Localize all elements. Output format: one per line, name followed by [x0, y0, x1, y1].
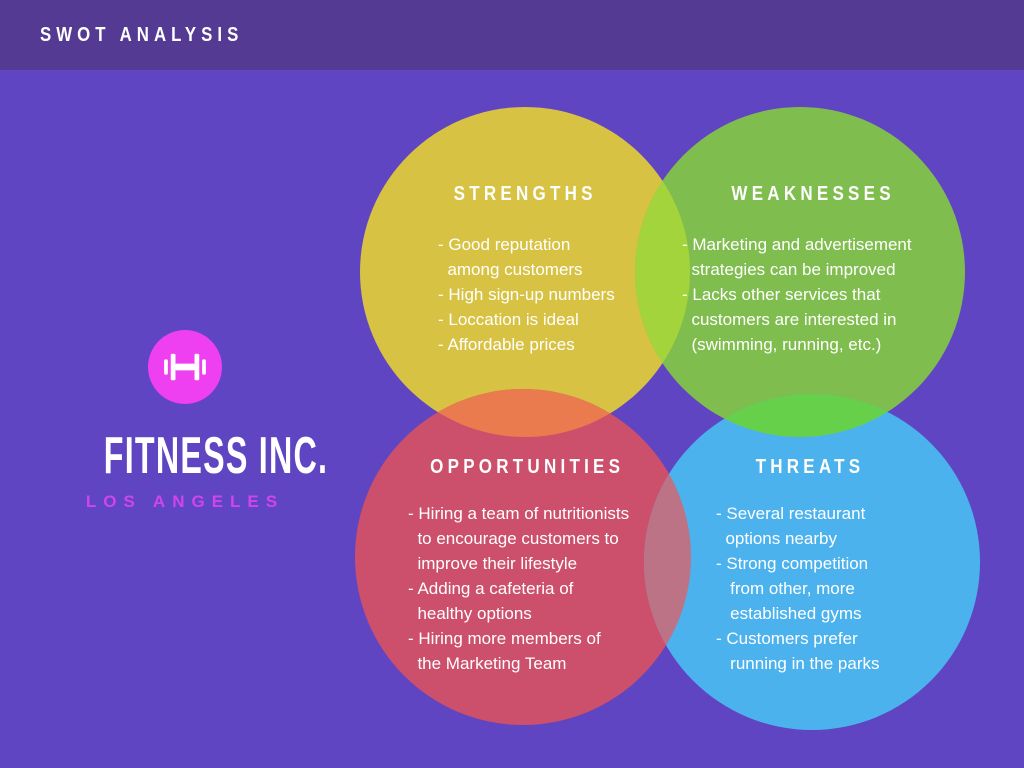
page-title: SWOT ANALYSIS [40, 23, 244, 46]
header-bar: SWOT ANALYSIS [0, 0, 1024, 70]
logo-badge [148, 330, 222, 404]
strengths-list: - Good reputation among customers- High … [438, 235, 615, 354]
threats-list: - Several restaurant options nearby- Str… [716, 504, 880, 673]
weaknesses-title: WEAKNESSES [731, 183, 895, 205]
opportunities-title: OPPORTUNITIES [429, 456, 625, 478]
opportunities-circle [355, 389, 691, 725]
brand-block: FITNESS INC. LOS ANGELES [35, 330, 335, 512]
threats-circle [644, 394, 980, 730]
company-location: LOS ANGELES [85, 492, 285, 511]
strengths-circle [360, 107, 690, 437]
opportunities-list: - Hiring a team of nutritionists to enco… [408, 504, 630, 673]
weaknesses-circle [635, 107, 965, 437]
dumbbell-icon [162, 348, 208, 386]
weaknesses-list: - Marketing and advertisement strategies… [682, 235, 912, 354]
company-name: FITNESS INC. [103, 427, 329, 485]
strengths-title: STRENGTHS [453, 183, 597, 205]
threats-title: THREATS [755, 456, 865, 478]
